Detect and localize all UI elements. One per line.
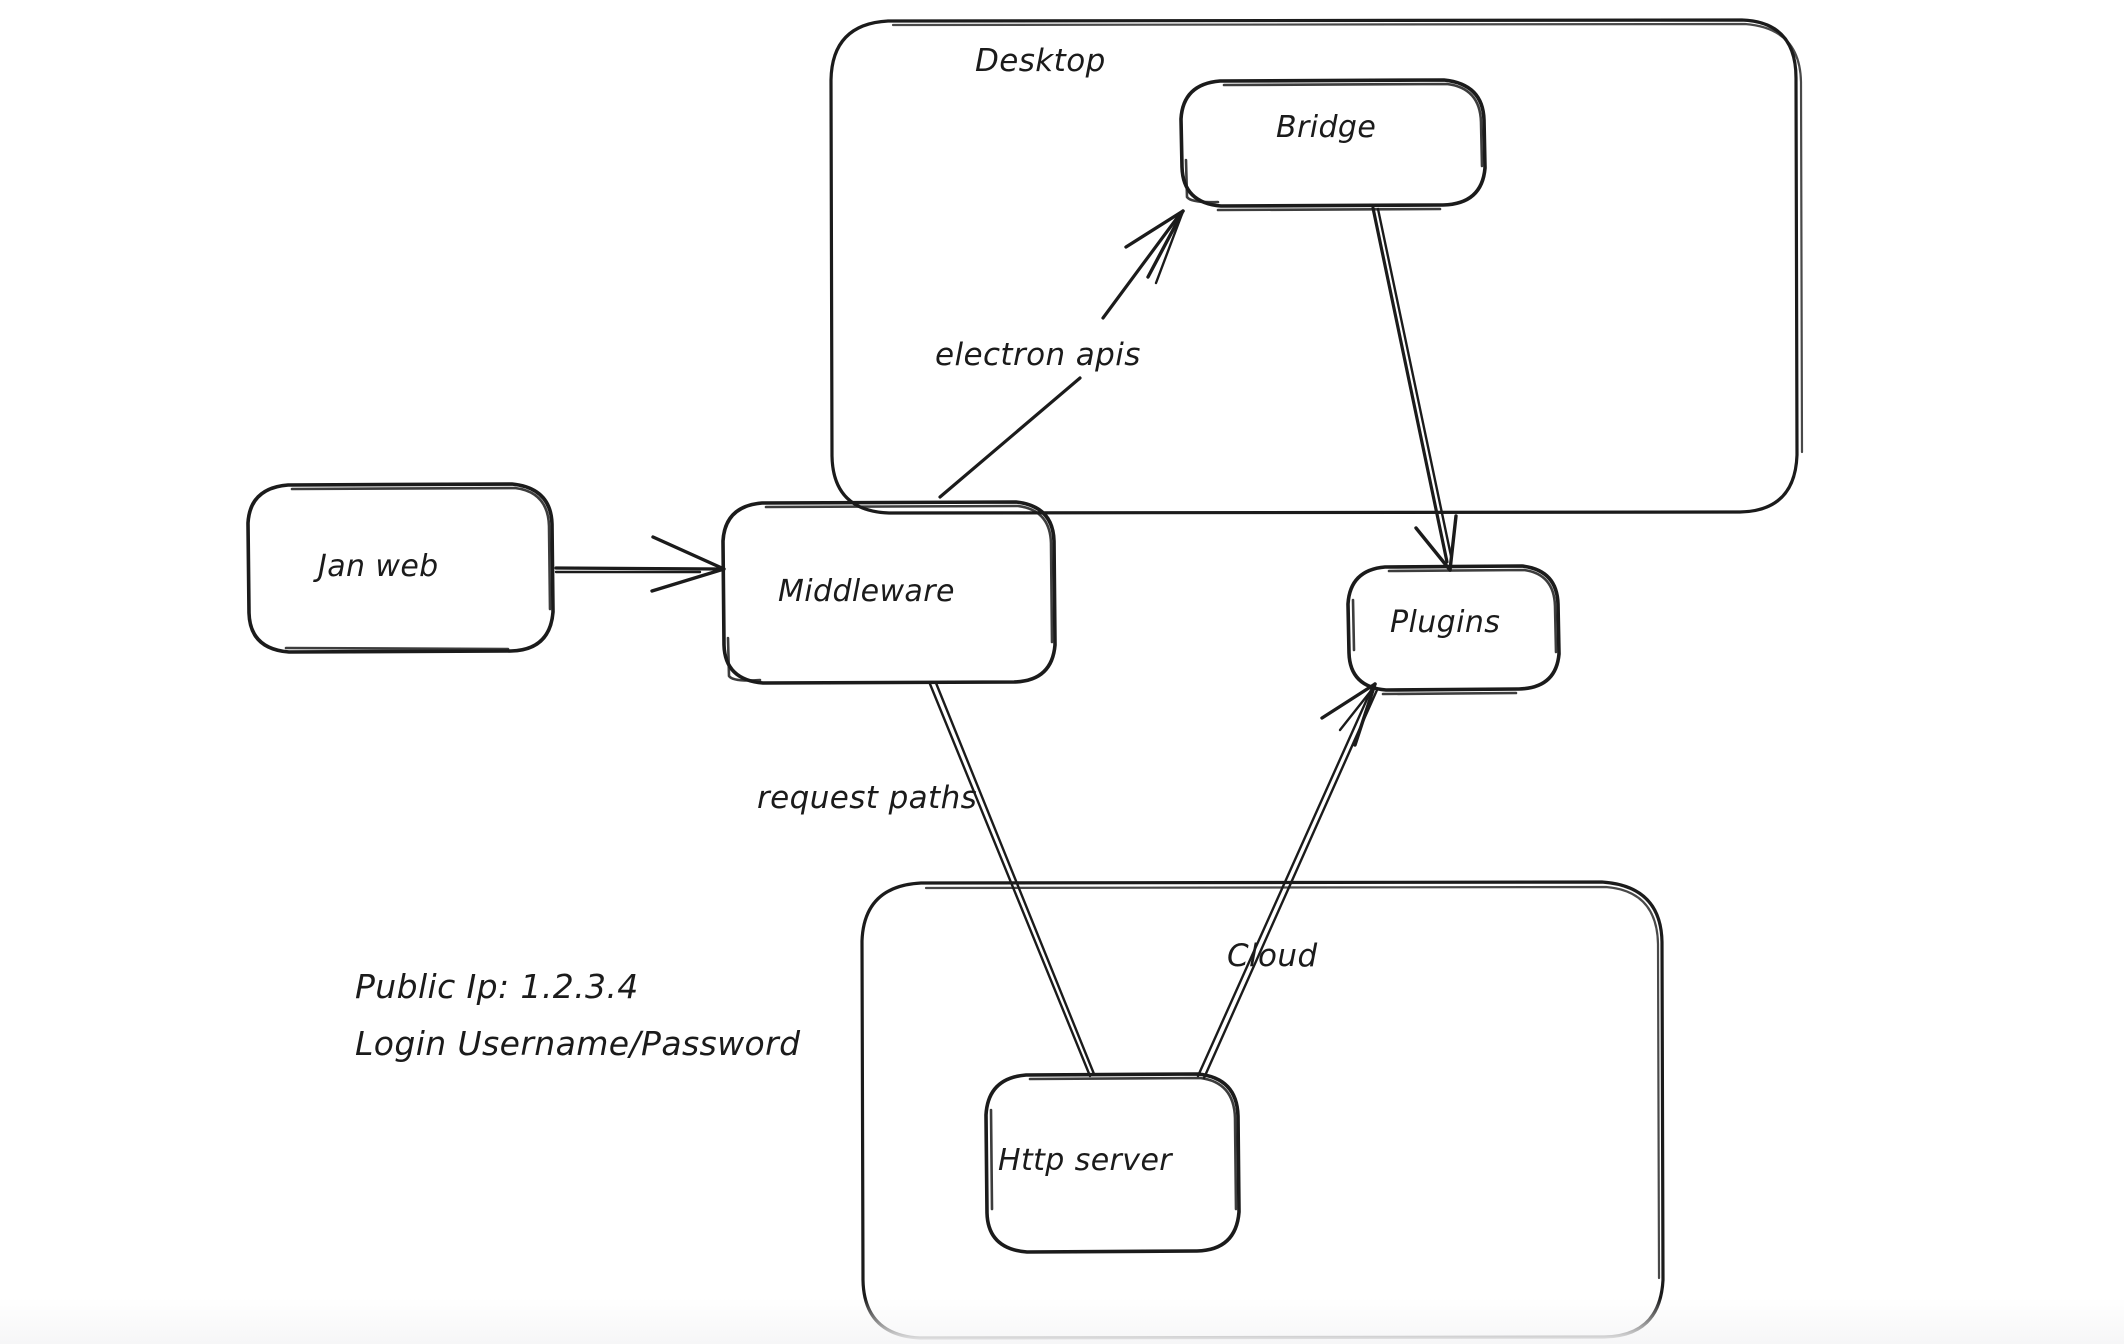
node-label-middleware[interactable]: Middleware (778, 574, 955, 609)
edge-middleware-to-http-server (928, 681, 1096, 1078)
edge-label-request-paths: request paths (757, 780, 978, 816)
node-jan-web-outline (246, 482, 555, 654)
group-label-desktop: Desktop (975, 43, 1106, 79)
node-label-jan-web[interactable]: Jan web (318, 549, 439, 584)
node-http-server-outline (984, 1072, 1241, 1254)
edge-middleware-to-bridge (938, 209, 1185, 499)
node-label-http-server[interactable]: Http server (998, 1143, 1173, 1178)
node-middleware-outline (721, 500, 1057, 685)
edge-bridge-to-plugins (1371, 206, 1458, 572)
node-label-plugins[interactable]: Plugins (1390, 605, 1501, 640)
edge-label-electron-apis: electron apis (935, 337, 1141, 373)
node-label-bridge[interactable]: Bridge (1276, 110, 1377, 145)
edge-label-cloud: Cloud (1227, 938, 1318, 974)
edge-http-server-to-plugins (1196, 682, 1379, 1080)
edge-jan-web-to-middleware (554, 535, 726, 593)
note-login-credentials: Login Username/Password (355, 1024, 801, 1063)
group-desktop-outline (829, 18, 1804, 515)
node-bridge-outline (1179, 78, 1487, 212)
note-public-ip: Public Ip: 1.2.3.4 (355, 967, 639, 1006)
node-plugins-outline (1346, 564, 1561, 696)
